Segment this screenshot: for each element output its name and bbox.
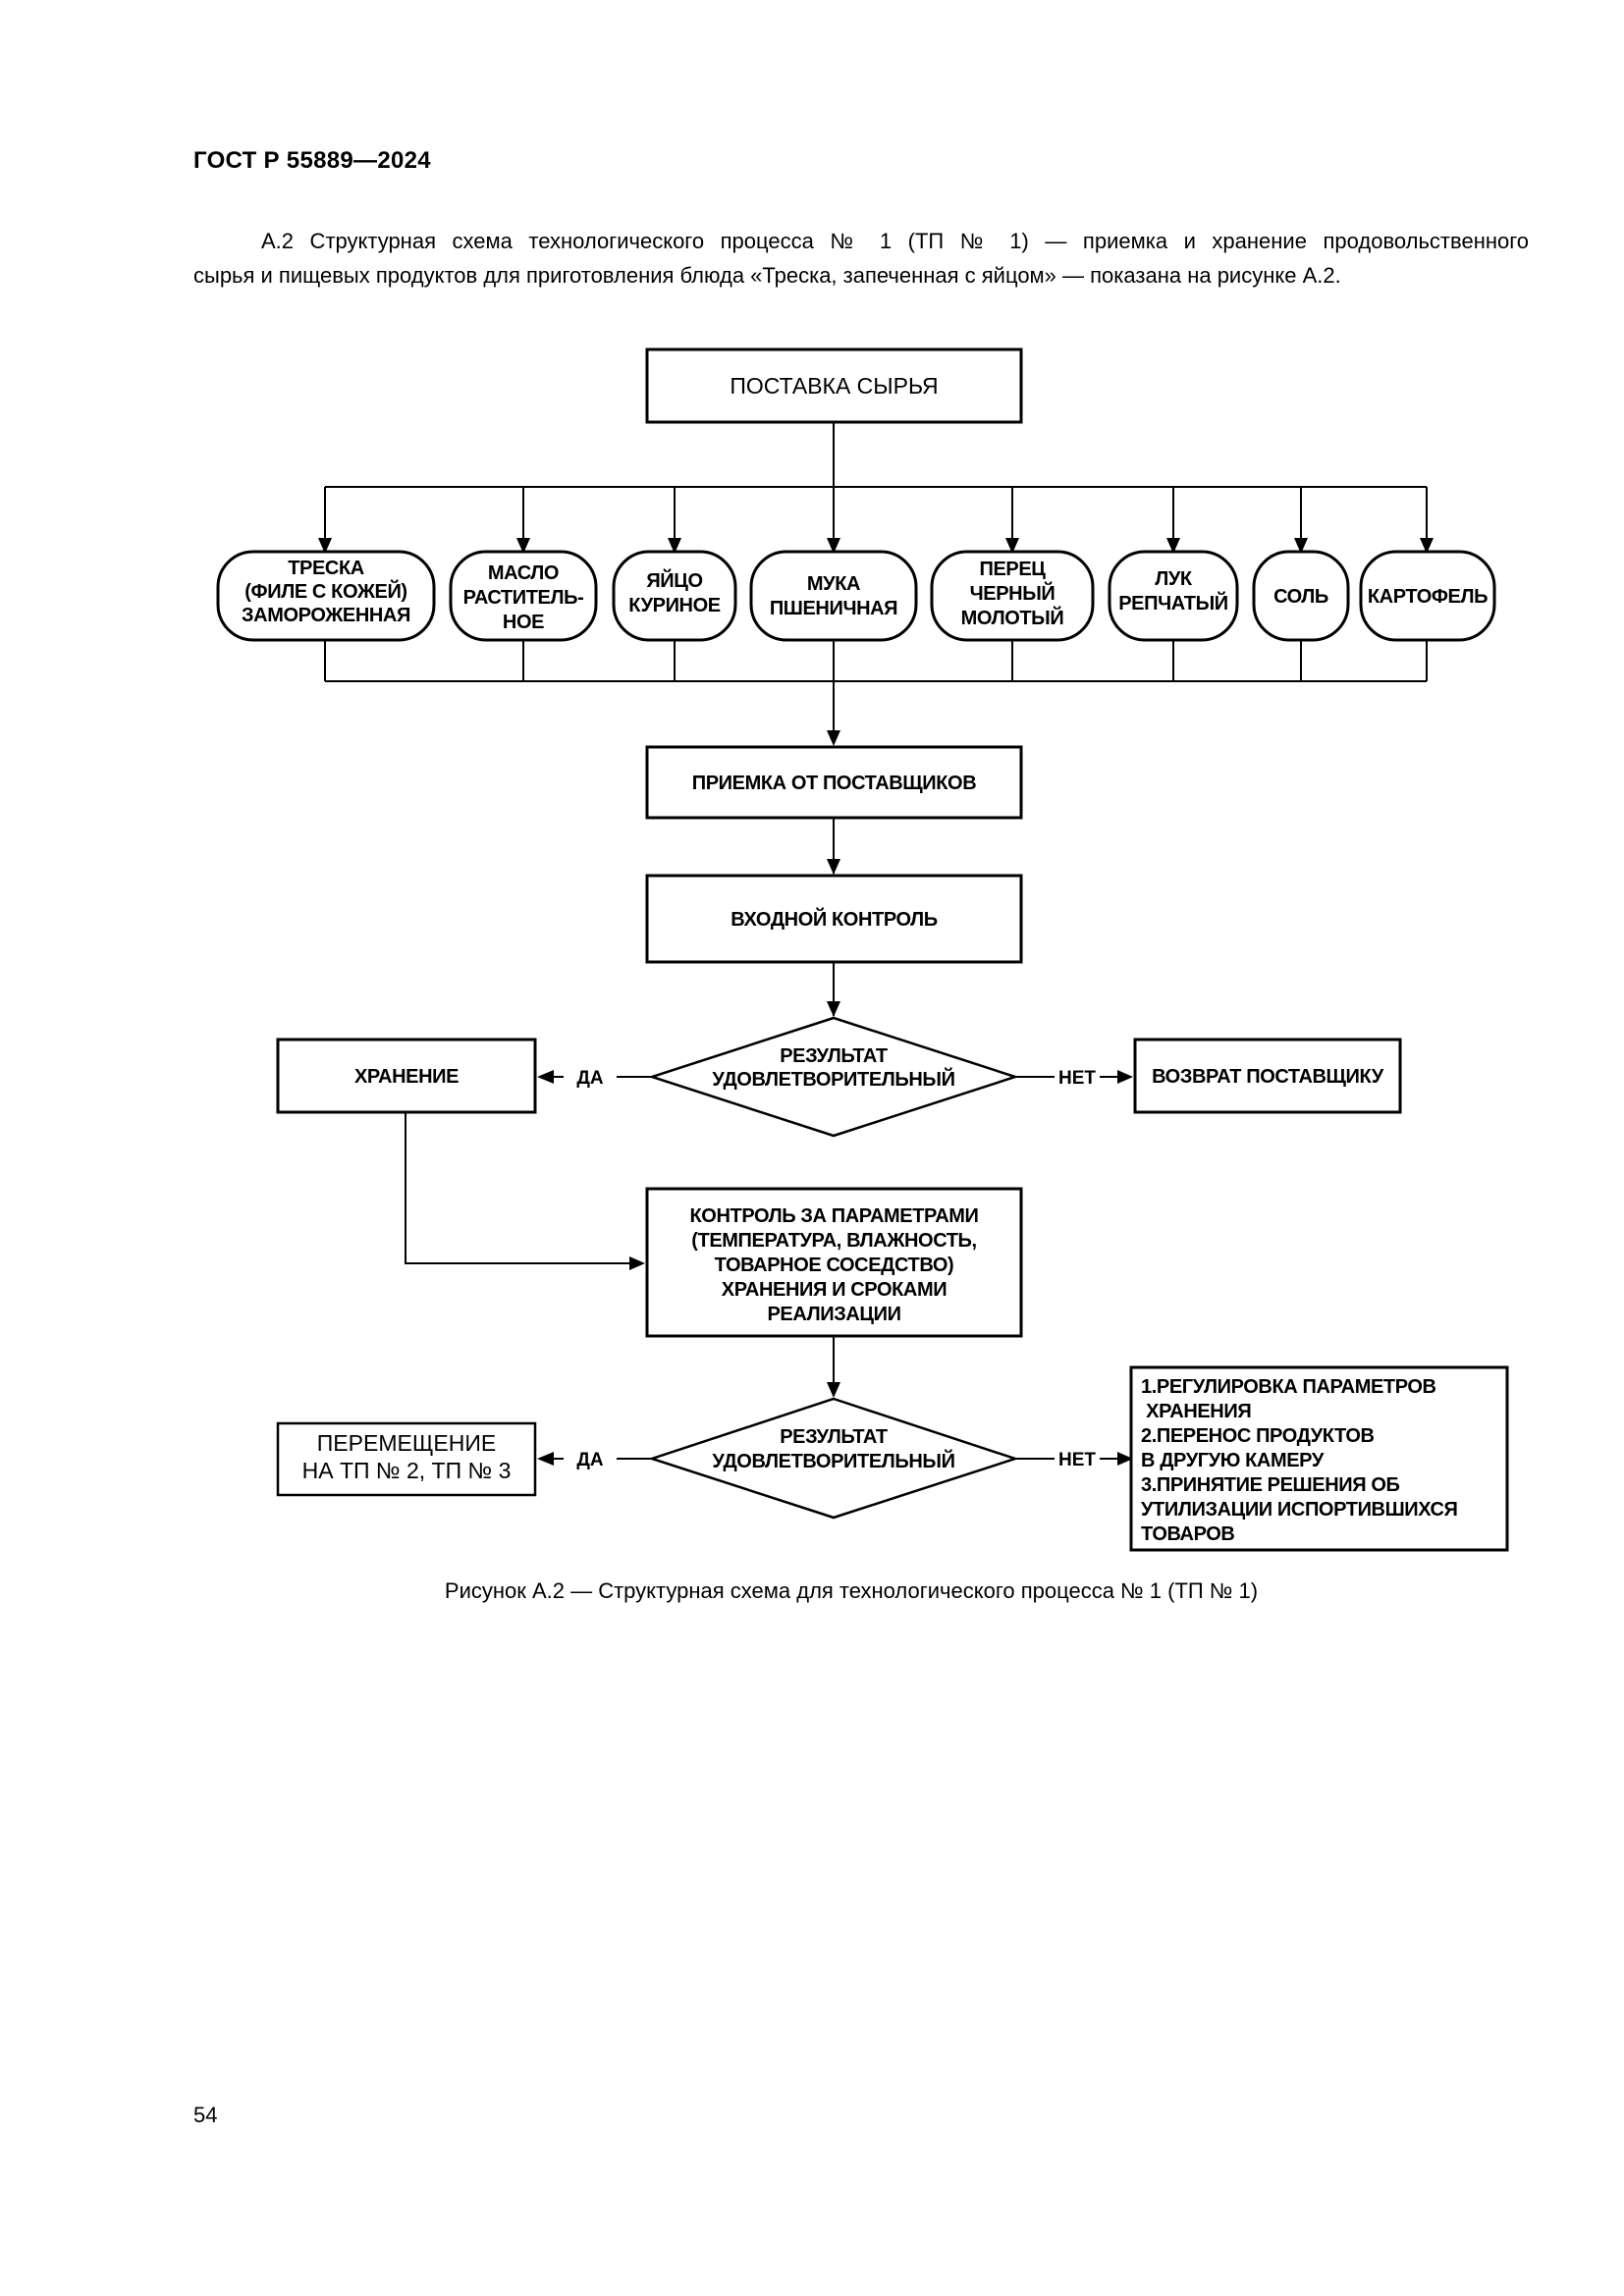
receiving-node: ПРИЕМКА ОТ ПОСТАВЩИКОВ xyxy=(645,745,1023,820)
ingredient-line: (ФИЛЕ С КОЖЕЙ) xyxy=(244,579,406,603)
ingredient-line: ПЕРЕЦ xyxy=(979,559,1046,580)
storage-node: ХРАНЕНИЕ xyxy=(276,1038,537,1114)
return-label: ВОЗВРАТ ПОСТАВЩИКУ xyxy=(1152,1066,1384,1088)
distribution-connectors xyxy=(318,422,1434,554)
input-control-label: ВХОДНОЙ КОНТРОЛЬ xyxy=(731,907,938,931)
ingredient-line: МУКА xyxy=(807,573,860,595)
ingredient-line: РАСТИТЕЛЬ- xyxy=(463,587,584,609)
supply-label: ПОСТАВКА СЫРЬЯ xyxy=(730,373,938,399)
control-line: РЕАЛИЗАЦИИ xyxy=(767,1304,900,1325)
ingredient-line: ПШЕНИЧНАЯ xyxy=(770,598,897,619)
actions-line: В ДРУГУЮ КАМЕРУ xyxy=(1141,1450,1325,1471)
ingredient-line: НОЕ xyxy=(503,612,544,633)
intro-line-1: А.2 Структурная схема технологического п… xyxy=(261,229,1529,253)
actions-line: 3.ПРИНЯТИЕ РЕШЕНИЯ ОБ xyxy=(1141,1474,1400,1496)
control-line: КОНТРОЛЬ ЗА ПАРАМЕТРАМИ xyxy=(690,1205,979,1227)
corrective-actions-node: 1.РЕГУЛИРОВКА ПАРАМЕТРОВ ХРАНЕНИЯ 2.ПЕРЕ… xyxy=(1129,1365,1509,1552)
supply-node: ПОСТАВКА СЫРЬЯ xyxy=(645,347,1023,424)
ingredient-yaitso: ЯЙЦО КУРИНОЕ xyxy=(612,550,737,642)
storage-control-node: КОНТРОЛЬ ЗА ПАРАМЕТРАМИ (ТЕМПЕРАТУРА, ВЛ… xyxy=(645,1187,1023,1338)
yes-label: ДА xyxy=(576,1450,604,1470)
ingredient-line: МАСЛО xyxy=(488,562,559,584)
ingredient-line: МОЛОТЫЙ xyxy=(961,606,1064,629)
decision-1-node: РЕЗУЛЬТАТ УДОВЛЕТВОРИТЕЛЬНЫЙ xyxy=(647,1016,1020,1138)
ingredient-kartofel: КАРТОФЕЛЬ xyxy=(1359,550,1496,642)
collection-connectors xyxy=(324,640,1428,746)
input-control-node: ВХОДНОЙ КОНТРОЛЬ xyxy=(645,874,1023,964)
transfer-line: ПЕРЕМЕЩЕНИЕ xyxy=(317,1430,496,1456)
ingredient-line: ТРЕСКА xyxy=(288,558,364,579)
actions-line: ТОВАРОВ xyxy=(1141,1523,1234,1545)
control-line: ТОВАРНОЕ СОСЕДСТВО) xyxy=(715,1255,954,1276)
decision-2-line: УДОВЛЕТВОРИТЕЛЬНЫЙ xyxy=(712,1449,954,1472)
ingredient-line: СОЛЬ xyxy=(1273,586,1328,608)
intro-paragraph: А.2 Структурная схема технологического п… xyxy=(193,224,1529,293)
document-code-header: ГОСТ Р 55889—2024 xyxy=(193,147,431,174)
ingredient-perets: ПЕРЕЦ ЧЕРНЫЙ МОЛОТЫЙ xyxy=(930,550,1095,642)
return-node: ВОЗВРАТ ПОСТАВЩИКУ xyxy=(1133,1038,1402,1114)
ingredient-line: ЗАМОРОЖЕННАЯ xyxy=(242,605,410,626)
no-label: НЕТ xyxy=(1058,1068,1096,1089)
transfer-node: ПЕРЕМЕЩЕНИЕ НА ТП № 2, ТП № 3 xyxy=(276,1421,537,1497)
actions-line: 2.ПЕРЕНОС ПРОДУКТОВ xyxy=(1141,1425,1375,1447)
storage-label: ХРАНЕНИЕ xyxy=(354,1066,459,1088)
decision-1-line: УДОВЛЕТВОРИТЕЛЬНЫЙ xyxy=(712,1067,954,1091)
ingredient-muka: МУКА ПШЕНИЧНАЯ xyxy=(749,550,918,642)
control-line: (ТЕМПЕРАТУРА, ВЛАЖНОСТЬ, xyxy=(691,1230,976,1252)
no-label: НЕТ xyxy=(1058,1450,1096,1470)
intro-line-2: сырья и пищевых продуктов для приготовле… xyxy=(193,263,1341,288)
receiving-label: ПРИЕМКА ОТ ПОСТАВЩИКОВ xyxy=(692,773,977,794)
ingredient-maslo: МАСЛО РАСТИТЕЛЬ- НОЕ xyxy=(449,550,598,642)
decision-2-node: РЕЗУЛЬТАТ УДОВЛЕТВОРИТЕЛЬНЫЙ xyxy=(647,1397,1020,1520)
ingredient-sol: СОЛЬ xyxy=(1252,550,1350,642)
ingredient-line: ЧЕРНЫЙ xyxy=(970,581,1056,605)
ingredient-treska: ТРЕСКА (ФИЛЕ С КОЖЕЙ) ЗАМОРОЖЕННАЯ xyxy=(216,550,436,642)
ingredient-line: ЛУК xyxy=(1155,568,1193,590)
actions-line: 1.РЕГУЛИРОВКА ПАРАМЕТРОВ xyxy=(1141,1376,1436,1398)
decision-2-line: РЕЗУЛЬТАТ xyxy=(780,1426,888,1448)
ingredient-line: ЯЙЦО xyxy=(646,568,702,592)
actions-line: ХРАНЕНИЯ xyxy=(1141,1401,1251,1422)
yes-label: ДА xyxy=(576,1068,604,1089)
actions-line: УТИЛИЗАЦИИ ИСПОРТИВШИХСЯ xyxy=(1141,1499,1457,1521)
page-number: 54 xyxy=(193,2103,218,2127)
ingredient-luk: ЛУК РЕПЧАТЫЙ xyxy=(1108,550,1239,642)
ingredient-line: КУРИНОЕ xyxy=(628,595,720,616)
figure-caption: Рисунок А.2 — Структурная схема для техн… xyxy=(444,1578,1259,1603)
transfer-line: НА ТП № 2, ТП № 3 xyxy=(302,1458,512,1483)
decision-1-line: РЕЗУЛЬТАТ xyxy=(780,1045,888,1067)
ingredient-line: КАРТОФЕЛЬ xyxy=(1368,586,1488,608)
ingredient-line: РЕПЧАТЫЙ xyxy=(1118,591,1228,614)
control-line: ХРАНЕНИЯ И СРОКАМИ xyxy=(722,1279,947,1301)
